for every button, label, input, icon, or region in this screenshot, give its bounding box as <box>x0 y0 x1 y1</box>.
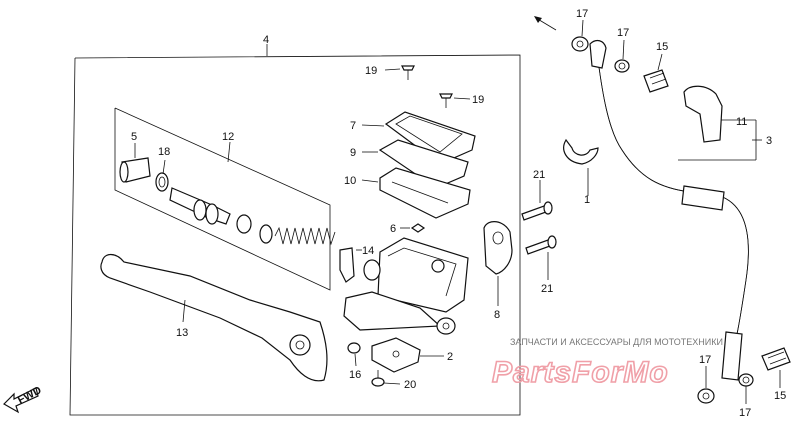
callout-18: 18 <box>158 146 170 158</box>
callout-19a: 19 <box>365 65 377 77</box>
callout-6: 6 <box>390 223 396 235</box>
callout-9: 9 <box>350 147 356 159</box>
fwd-label: FWD <box>16 384 44 406</box>
screw-part-19a <box>384 65 415 80</box>
fwd-arrow-icon: FWD <box>3 384 44 414</box>
callout-17a: 17 <box>576 8 588 20</box>
bolt-part-21a <box>521 180 553 221</box>
callout-15a: 15 <box>656 41 668 53</box>
piston-boot-part-5 <box>119 143 151 183</box>
callout-7: 7 <box>350 120 356 132</box>
brake-hose-part-11 <box>589 39 757 381</box>
grommet-part-15a <box>643 53 669 93</box>
diaphragm-part-10 <box>361 167 471 219</box>
callout-11: 11 <box>736 116 747 128</box>
washer-part-17b <box>614 39 630 73</box>
master-cylinder-body <box>343 237 469 335</box>
callout-14: 14 <box>362 245 374 257</box>
callout-10: 10 <box>344 175 356 187</box>
washer-part-17c <box>697 366 715 404</box>
grommet-part-16 <box>347 342 361 367</box>
callout-20: 20 <box>404 379 416 391</box>
callout-19b: 19 <box>472 94 484 106</box>
bolt-part-21b <box>525 235 557 280</box>
washer-part-17d <box>738 373 754 404</box>
clip-part-1 <box>563 138 599 196</box>
spring-part <box>274 226 336 246</box>
holder-part-8 <box>483 221 513 306</box>
brake-lever-part-13 <box>100 253 328 382</box>
callout-17c: 17 <box>699 354 711 366</box>
assembly-frame-4 <box>69 44 521 416</box>
screw-part-19b <box>439 93 471 108</box>
pivot-bolt-part-14 <box>339 247 362 283</box>
screw-part-20 <box>371 370 401 387</box>
washer-part-17a <box>571 19 589 52</box>
callout-21a: 21 <box>533 169 545 181</box>
callout-12: 12 <box>222 131 234 143</box>
callout-21b: 21 <box>541 283 553 295</box>
switch-part-2 <box>371 337 444 373</box>
callout-3: 3 <box>766 135 772 147</box>
callout-1: 1 <box>584 194 590 206</box>
stopper-part-6 <box>400 223 426 233</box>
piston-part <box>169 187 273 244</box>
callout-13: 13 <box>176 327 188 339</box>
callout-2: 2 <box>447 351 453 363</box>
circlip-part-18 <box>155 159 169 192</box>
callout-15b: 15 <box>774 390 786 402</box>
bolt-part-15b <box>761 347 791 388</box>
watermark-logo: PartsForMo <box>492 356 669 389</box>
assembly-frame-12 <box>114 107 331 291</box>
callout-8: 8 <box>494 309 500 321</box>
callout-17d: 17 <box>739 407 751 419</box>
cover-part-11 <box>683 85 723 143</box>
callout-5: 5 <box>131 131 137 143</box>
watermark-text: ЗАПЧАСТИ И АКСЕССУАРЫ ДЛЯ МОТОТЕХНИКИ <box>510 337 723 347</box>
direction-arrow-icon <box>534 16 557 31</box>
callout-4: 4 <box>263 34 269 46</box>
callout-17b: 17 <box>617 27 629 39</box>
callout-16: 16 <box>349 369 361 381</box>
